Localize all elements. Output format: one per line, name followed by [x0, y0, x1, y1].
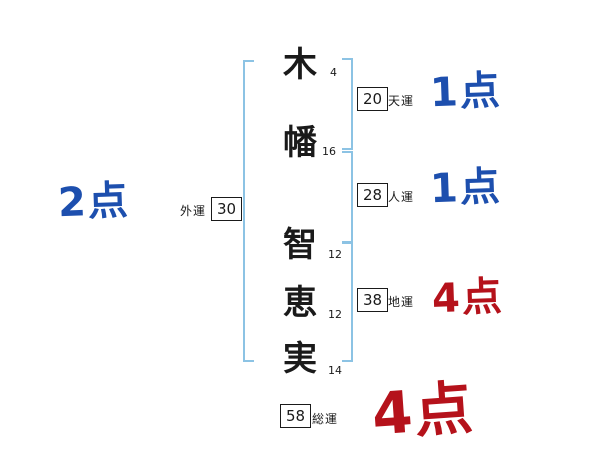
name-char-3: 智 [283, 225, 317, 265]
name-char-5-strokes: 14 [328, 364, 342, 377]
person-luck-value-box: 28 [357, 183, 389, 207]
name-char-2-strokes: 16 [322, 145, 336, 158]
outer-luck-value-box: 30 [211, 197, 243, 221]
name-char-5: 実 [283, 339, 317, 379]
person-luck-label: 人運 [388, 190, 415, 204]
person-luck-bracket [342, 151, 353, 243]
earth-luck-bracket [342, 242, 353, 362]
earth-luck-label: 地運 [388, 295, 415, 309]
heaven-luck-bracket [342, 58, 353, 150]
total-luck-label: 総運 [312, 412, 339, 426]
outer-luck-bracket [243, 60, 254, 362]
person-luck-score: 1点 [429, 163, 503, 213]
heaven-luck-label: 天運 [388, 94, 415, 108]
name-char-1: 木 [283, 45, 317, 85]
earth-luck-score: 4点 [431, 273, 505, 323]
name-char-2: 幡 [283, 123, 317, 163]
name-char-1-strokes: 4 [330, 66, 337, 79]
total-luck-value-box: 58 [280, 404, 312, 428]
total-luck-score: 4点 [369, 373, 477, 449]
name-char-3-strokes: 12 [328, 248, 342, 261]
name-char-4-strokes: 12 [328, 308, 342, 321]
heaven-luck-value-box: 20 [357, 87, 389, 111]
outer-luck-label: 外運 [180, 204, 207, 218]
name-char-4: 恵 [283, 283, 317, 323]
outer-luck-score: 2点 [57, 177, 131, 227]
heaven-luck-score: 1点 [429, 67, 503, 117]
earth-luck-value-box: 38 [357, 288, 389, 312]
